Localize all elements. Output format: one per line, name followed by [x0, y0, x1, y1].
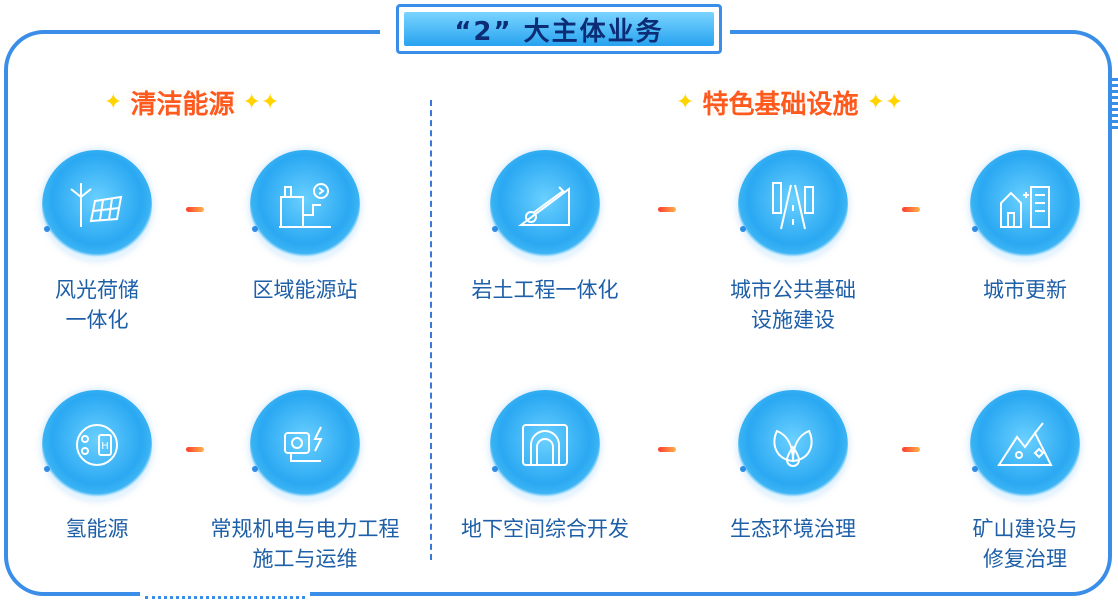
connector [902, 447, 920, 452]
node-label-wind-solar: 风光荷储一体化 [55, 278, 139, 332]
connector [186, 447, 204, 452]
connector [658, 207, 676, 212]
wind-solar-icon [70, 183, 123, 227]
sparkle-icon: ✦ [676, 89, 695, 115]
node-road-bridge [738, 150, 848, 260]
connector [186, 207, 204, 212]
node-underground [490, 390, 600, 500]
hydrogen-icon: H [76, 424, 118, 466]
node-wind-solar [42, 150, 152, 260]
node-label-mine: 矿山建设与修复治理 [972, 517, 1078, 571]
city-renewal-icon [1000, 186, 1050, 228]
node-label-geotechnical: 岩土工程一体化 [471, 278, 619, 302]
sparkle-icon: ✦ [104, 89, 123, 115]
node-mine [970, 390, 1080, 500]
side-dots [1110, 78, 1118, 130]
node-label-hydrogen: 氢能源 [65, 517, 129, 541]
node-label-energy-station: 区域能源站 [252, 278, 358, 302]
title-tab: “2” 大主体业务 [396, 4, 722, 54]
page-title: “2” 大主体业务 [404, 12, 714, 47]
underground-icon [522, 424, 568, 466]
node-electromechanical [250, 390, 360, 500]
geotechnical-icon [518, 186, 570, 226]
electromechanical-icon [284, 426, 323, 462]
section-title-right-text: 特色基础设施 [702, 89, 859, 120]
bottom-dots [145, 596, 305, 599]
node-hydrogen: H [42, 390, 152, 500]
mine-icon [997, 422, 1053, 466]
section-title-right: ✦ 特色基础设施 ✦✦ [676, 84, 903, 120]
energy-station-icon [279, 183, 331, 228]
section-title-left-text: 清洁能源 [130, 89, 235, 120]
sparkle-icon: ✦✦ [242, 89, 280, 115]
leaf-water-icon [773, 429, 813, 467]
node-label-electromechanical: 常规机电与电力工程施工与运维 [210, 517, 400, 571]
road-bridge-icon [772, 182, 814, 230]
sparkle-icon: ✦✦ [866, 89, 904, 115]
section-title-left: ✦ 清洁能源 ✦✦ [104, 84, 279, 120]
node-label-ecology: 生态环境治理 [730, 517, 856, 541]
node-label-road-bridge: 城市公共基础设施建设 [730, 278, 856, 332]
node-city-renewal [970, 150, 1080, 260]
connector [658, 447, 676, 452]
node-ecology [738, 390, 848, 500]
node-geotechnical [490, 150, 600, 260]
svg-text:H: H [101, 441, 109, 452]
node-label-city-renewal: 城市更新 [983, 278, 1067, 302]
center-divider [430, 100, 432, 560]
connector [902, 207, 920, 212]
node-energy-station [250, 150, 360, 260]
node-label-underground: 地下空间综合开发 [461, 517, 629, 541]
